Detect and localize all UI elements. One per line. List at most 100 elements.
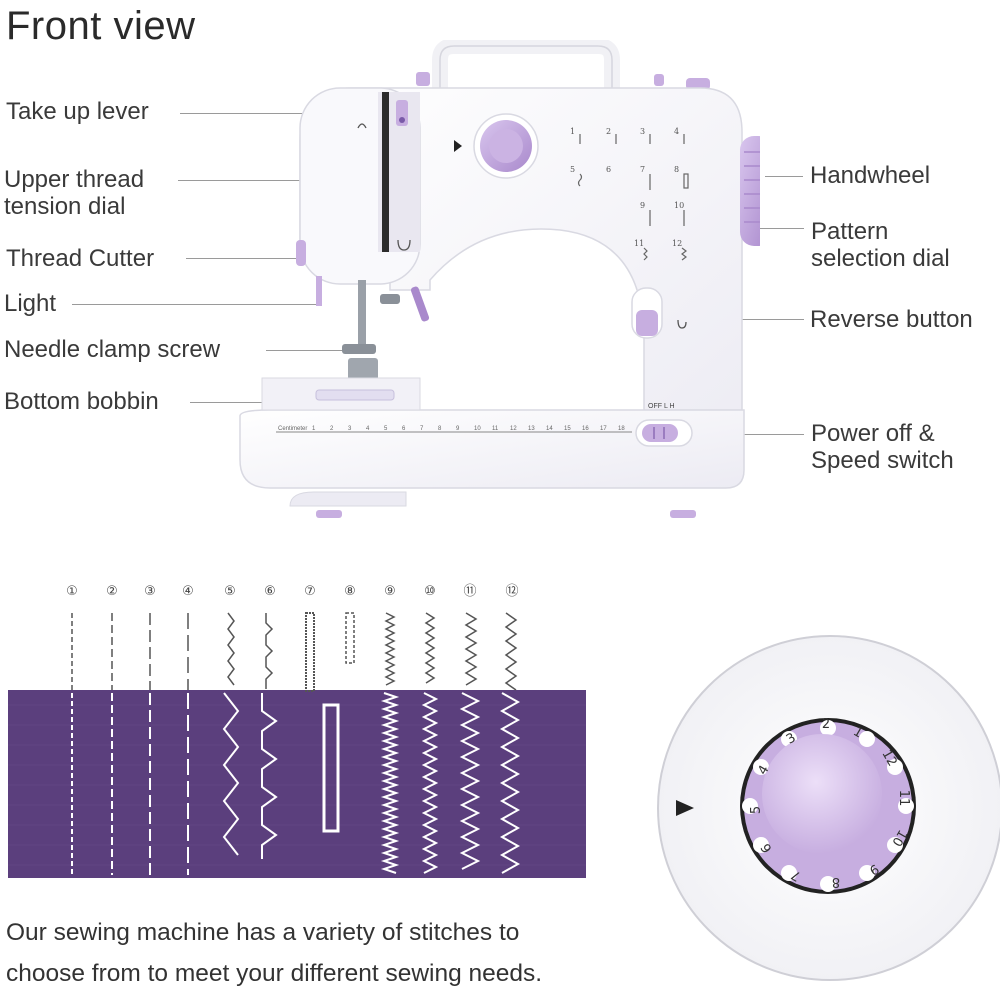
callout-bottom-bobbin: Bottom bobbin [4,388,159,415]
callout-thread-cutter: Thread Cutter [6,245,155,272]
stitch-label-10: ⑩ [424,584,436,599]
panel-number-4: 4 [674,127,679,136]
svg-text:10: 10 [474,426,481,432]
dial-pointer-icon [454,140,462,152]
stitch-label-4: ④ [182,584,194,599]
leader-light [72,304,320,305]
tension-dial [396,100,408,126]
closeup-dial-knob [762,734,882,854]
ruler-label: Centimeter [278,426,307,432]
power-speed-switch [642,424,678,442]
leader-thread-cutter [186,258,302,259]
dial-number-5: 5 [749,806,764,814]
leader-power [700,434,804,435]
caption: Our sewing machine has a variety of stit… [6,912,626,994]
leader-handwheel [765,176,803,177]
svg-text:6: 6 [402,426,406,432]
machine-base [239,409,745,489]
svg-text:2: 2 [330,426,334,432]
panel-number-10: 10 [674,201,684,210]
svg-text:18: 18 [618,426,625,432]
panel-number-11: 11 [634,239,644,248]
stitch-chart-panel: 1 2 3 4 5 6 7 8 9 10 11 12 [570,127,684,248]
stitch-label-2: ② [106,584,118,599]
panel-number-7: 7 [640,165,645,174]
switch-label: OFF L H [648,403,675,410]
reverse-icon [677,319,687,329]
panel-number-12: 12 [672,239,682,248]
stitch-label-3: ③ [144,584,156,599]
stitch-label-5: ⑤ [224,584,236,599]
svg-text:12: 12 [510,426,517,432]
stitch-label-12: ⑫ [505,584,518,599]
reverse-button [636,310,658,336]
light [316,276,322,306]
take-up-lever-slot [382,92,389,252]
stitch-label-6: ⑥ [264,584,276,599]
needle-clamp-screw [342,344,376,354]
stitch-label-9: ⑨ [384,584,396,599]
dial-number-12: 12 [878,747,899,769]
callout-handwheel: Handwheel [810,162,931,189]
page-title: Front view [6,4,196,48]
leader-upper-thread [178,180,396,181]
panel-number-2: 2 [606,127,611,136]
leader-reverse-button [694,319,804,320]
leader-needle-clamp [266,350,346,351]
panel-number-6: 6 [606,165,611,174]
stitch-diagrams [71,612,518,692]
stitch-label-11: ⑪ [463,584,476,599]
svg-text:8: 8 [438,426,442,432]
leader-take-up-lever [180,113,390,114]
dial-number-10: 10 [888,827,909,849]
svg-text:11: 11 [492,426,499,432]
top-knob-far-right [686,78,710,90]
callout-reverse-button: Reverse button [810,306,973,333]
svg-text:5: 5 [384,426,388,432]
stitch-number-row: ① ② ③ ④ ⑤ ⑥ ⑦ ⑧ ⑨ ⑩ ⑪ ⑫ [66,584,518,599]
stitch-label-8: ⑧ [344,584,356,599]
svg-text:1: 1 [312,426,316,432]
callout-upper-thread-2: tension dial [4,193,126,220]
dial-number-2: 2 [822,717,830,732]
needle-bar [358,280,366,350]
callout-upper-thread-1: Upper thread [4,166,145,193]
svg-text:3: 3 [348,426,352,432]
panel-number-8: 8 [674,165,679,174]
caption-line-1: Our sewing machine has a variety of stit… [6,919,520,946]
callout-power-1: Power off & [811,420,935,447]
callout-needle-clamp: Needle clamp screw [4,336,221,363]
dial-number-11: 11 [896,790,911,807]
presser-foot [348,358,378,380]
fabric-stitches [71,692,521,875]
panel-number-9: 9 [640,201,645,210]
stitch-label-1: ① [66,584,78,599]
presser-lever [410,286,430,322]
stitch-label-7: ⑦ [304,584,316,599]
stitch-samples: ① ② ③ ④ ⑤ ⑥ ⑦ ⑧ ⑨ ⑩ ⑪ ⑫ [8,584,586,878]
foot-left [316,510,342,518]
caption-line-2: choose from to meet your different sewin… [6,960,543,987]
panel-number-1: 1 [570,127,575,136]
dial-number-8: 8 [832,874,840,889]
svg-text:13: 13 [528,426,535,432]
callout-take-up-lever: Take up lever [6,98,149,125]
panel-number-5: 5 [570,165,575,174]
svg-text:7: 7 [420,426,424,432]
callout-power-2: Speed switch [811,447,954,474]
bottom-bobbin-cover [315,389,395,401]
handwheel [740,136,760,246]
svg-text:4: 4 [366,426,370,432]
callout-pattern-2: selection dial [811,245,950,272]
callout-pattern-1: Pattern [811,218,889,245]
svg-text:17: 17 [600,426,607,432]
closeup-pointer-icon [676,800,694,816]
svg-text:16: 16 [582,426,589,432]
extension-tray [289,491,407,507]
svg-text:9: 9 [456,426,460,432]
top-knob-right [654,74,664,86]
svg-text:15: 15 [564,426,571,432]
thread-cutter [296,240,306,266]
svg-text:14: 14 [546,426,553,432]
